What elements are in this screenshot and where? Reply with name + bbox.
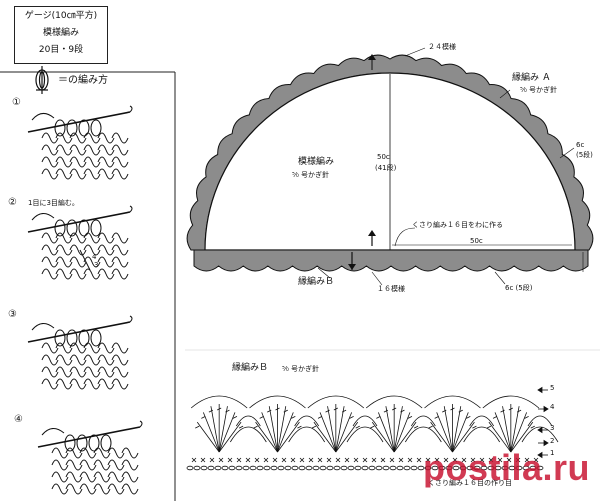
chart-b-foundation: くさり編み１６目の作り目 bbox=[428, 479, 512, 487]
edge-b-stitch-chart bbox=[186, 395, 559, 471]
step-2-number: ② bbox=[8, 197, 17, 208]
step-3-number: ③ bbox=[8, 309, 17, 320]
chart-b-title: 縁編みＢ bbox=[232, 363, 269, 373]
step-2-label-4: 4 bbox=[92, 253, 97, 261]
puff-stitch-symbol bbox=[35, 66, 49, 94]
howto-title: ＝の編み方 bbox=[58, 75, 108, 86]
row-label-1: 1 bbox=[550, 449, 555, 457]
height-dimension: 50c bbox=[377, 153, 390, 161]
edge-a-width: 6c bbox=[576, 141, 585, 149]
edge-b-band bbox=[193, 249, 589, 272]
row-arrows bbox=[537, 386, 549, 459]
bottom-width: 6c (5段) bbox=[505, 284, 533, 292]
step-2-text: 1目に3目編む。 bbox=[28, 199, 79, 207]
half-width-dimension: 50c bbox=[470, 237, 483, 245]
watermark: postila.ru bbox=[422, 447, 590, 488]
edge-a-hook: ⁵⁄₀ 号かぎ針 bbox=[520, 86, 558, 94]
step-illustrations bbox=[27, 105, 143, 495]
top-pattern-count: ２４模様 bbox=[428, 43, 456, 51]
edge-b-label: 縁編みＢ bbox=[298, 277, 335, 287]
edge-a-rows: (5段) bbox=[576, 151, 593, 159]
row-label-3: 3 bbox=[550, 424, 555, 432]
step-1-number: ① bbox=[12, 97, 21, 108]
row-label-5: 5 bbox=[550, 384, 555, 392]
body-pattern-label: 模様編み bbox=[298, 157, 335, 167]
gauge-title: ゲージ(10㎝平方) bbox=[24, 11, 98, 21]
gauge-box: ゲージ(10㎝平方) 模様編み 20目・9段 bbox=[14, 6, 108, 64]
row-label-4: 4 bbox=[550, 403, 555, 411]
chart-b-hook: ⁵⁄₀ 号かぎ針 bbox=[282, 365, 320, 373]
shawl-schematic bbox=[186, 47, 594, 286]
body-hook-label: ⁵⁄₀ 号かぎ針 bbox=[292, 171, 330, 179]
gauge-count: 20目・9段 bbox=[38, 45, 84, 55]
height-rows: (41段) bbox=[375, 164, 397, 172]
gauge-pattern: 模様編み bbox=[42, 28, 79, 38]
edge-a-label: 縁編み Ａ bbox=[512, 73, 551, 83]
step-4-number: ④ bbox=[14, 414, 23, 425]
step-2-label-3: 3 bbox=[94, 261, 99, 269]
chain-note: くさり編み１６目をわに作る bbox=[412, 221, 503, 229]
bottom-pattern-count: １６模様 bbox=[377, 285, 405, 293]
row-label-2: 2 bbox=[550, 437, 555, 445]
